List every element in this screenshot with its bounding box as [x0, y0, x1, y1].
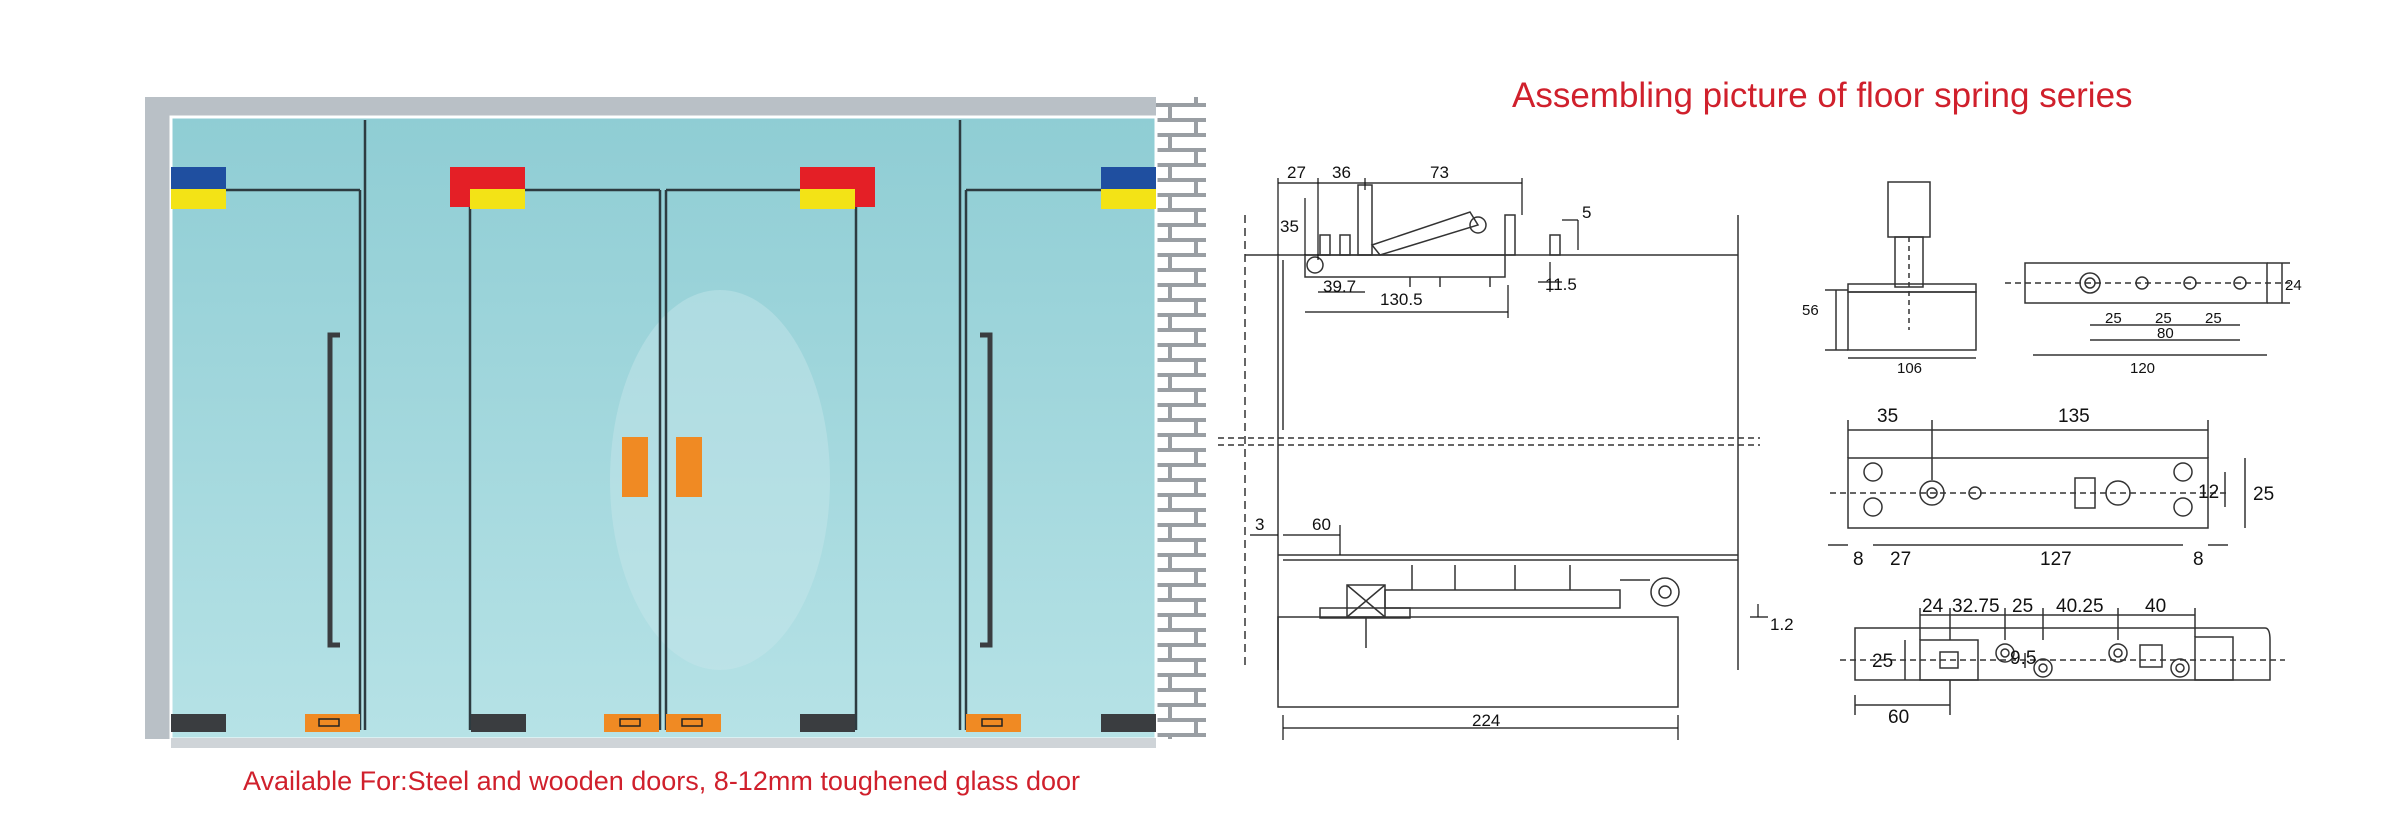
dim-label: 40.25 — [2056, 596, 2104, 617]
yellow-marker — [171, 189, 226, 209]
door-elevation — [145, 97, 1206, 748]
dim-label: 5 — [1582, 203, 1591, 222]
dim-label: 12 — [2198, 482, 2219, 503]
wall-top — [145, 97, 1157, 117]
dim-label: 25 — [2012, 596, 2033, 617]
side-bar-view — [2005, 262, 2290, 356]
dim-label: 56 — [1802, 302, 1819, 319]
dim-label: 25 — [1872, 651, 1893, 672]
dim-label: 25 — [2253, 484, 2274, 505]
door-handle — [327, 332, 340, 648]
dim-label: 127 — [2040, 549, 2072, 570]
dim-label: 25 — [2155, 310, 2172, 327]
floor-parts — [171, 714, 1156, 732]
yellow-marker — [800, 189, 855, 209]
door-frames — [171, 120, 1156, 730]
wall-left — [145, 97, 171, 739]
dim-label: 11.5 — [1545, 275, 1577, 294]
top-plate-labels: 35 135 12 25 8 27 127 8 — [1853, 406, 2274, 570]
dim-label: 25 — [2205, 310, 2222, 327]
side-bar-labels: 24 25 25 25 80 120 — [2105, 277, 2302, 377]
dim-label: 40 — [2145, 596, 2166, 617]
side-section-dimensions — [1250, 178, 1768, 740]
dim-label: 25 — [2105, 310, 2122, 327]
blue-marker — [1101, 167, 1156, 189]
dim-label: 36 — [1332, 163, 1351, 182]
dim-label: 24 — [2285, 277, 2302, 294]
side-section-view — [1218, 184, 1760, 708]
diagram-title: Assembling picture of floor spring serie… — [1512, 76, 2133, 115]
bottom-plate-view — [1840, 608, 2285, 715]
dim-label: 27 — [1890, 549, 1911, 570]
push-plate — [676, 437, 702, 497]
dim-label: 8 — [2193, 549, 2204, 570]
dim-label: 106 — [1897, 360, 1922, 377]
dim-label: 39.7 — [1323, 277, 1356, 296]
dim-label: 24 — [1922, 596, 1944, 617]
dim-label: 60 — [1312, 515, 1331, 534]
dim-label: 3 — [1255, 515, 1264, 534]
dim-label: 224 — [1472, 711, 1500, 730]
bottom-plate-labels: 24 32.75 25 40.25 40 25 9.5 60 — [1872, 596, 2166, 728]
front-view-labels: 56 106 — [1802, 302, 1922, 377]
dim-label: 9.5 — [2010, 648, 2036, 669]
door-handle — [980, 332, 993, 648]
side-section-labels: 27 36 73 5 35 39.7 130.5 11.5 3 60 1.2 2… — [1255, 163, 1794, 730]
dim-label: 1.2 — [1770, 615, 1794, 634]
push-plate — [622, 437, 648, 497]
floor-strip — [171, 738, 1156, 748]
dim-label: 35 — [1877, 406, 1898, 427]
front-view — [1825, 181, 1977, 359]
dim-label: 120 — [2130, 360, 2155, 377]
dim-label: 130.5 — [1380, 290, 1423, 309]
application-caption: Available For:Steel and wooden doors, 8-… — [243, 766, 1081, 796]
dim-label: 8 — [1853, 549, 1864, 570]
yellow-marker — [470, 189, 525, 209]
dim-label: 135 — [2058, 406, 2090, 427]
dim-label: 73 — [1430, 163, 1449, 182]
dim-label: 60 — [1888, 707, 1909, 728]
yellow-marker — [1101, 189, 1156, 209]
dim-label: 27 — [1287, 163, 1306, 182]
blue-marker — [171, 167, 226, 189]
top-plate-view — [1828, 420, 2246, 546]
dim-label: 80 — [2157, 325, 2174, 342]
brick-wall — [1156, 97, 1206, 739]
dim-label: 35 — [1280, 217, 1299, 236]
dim-label: 32.75 — [1952, 596, 2000, 617]
